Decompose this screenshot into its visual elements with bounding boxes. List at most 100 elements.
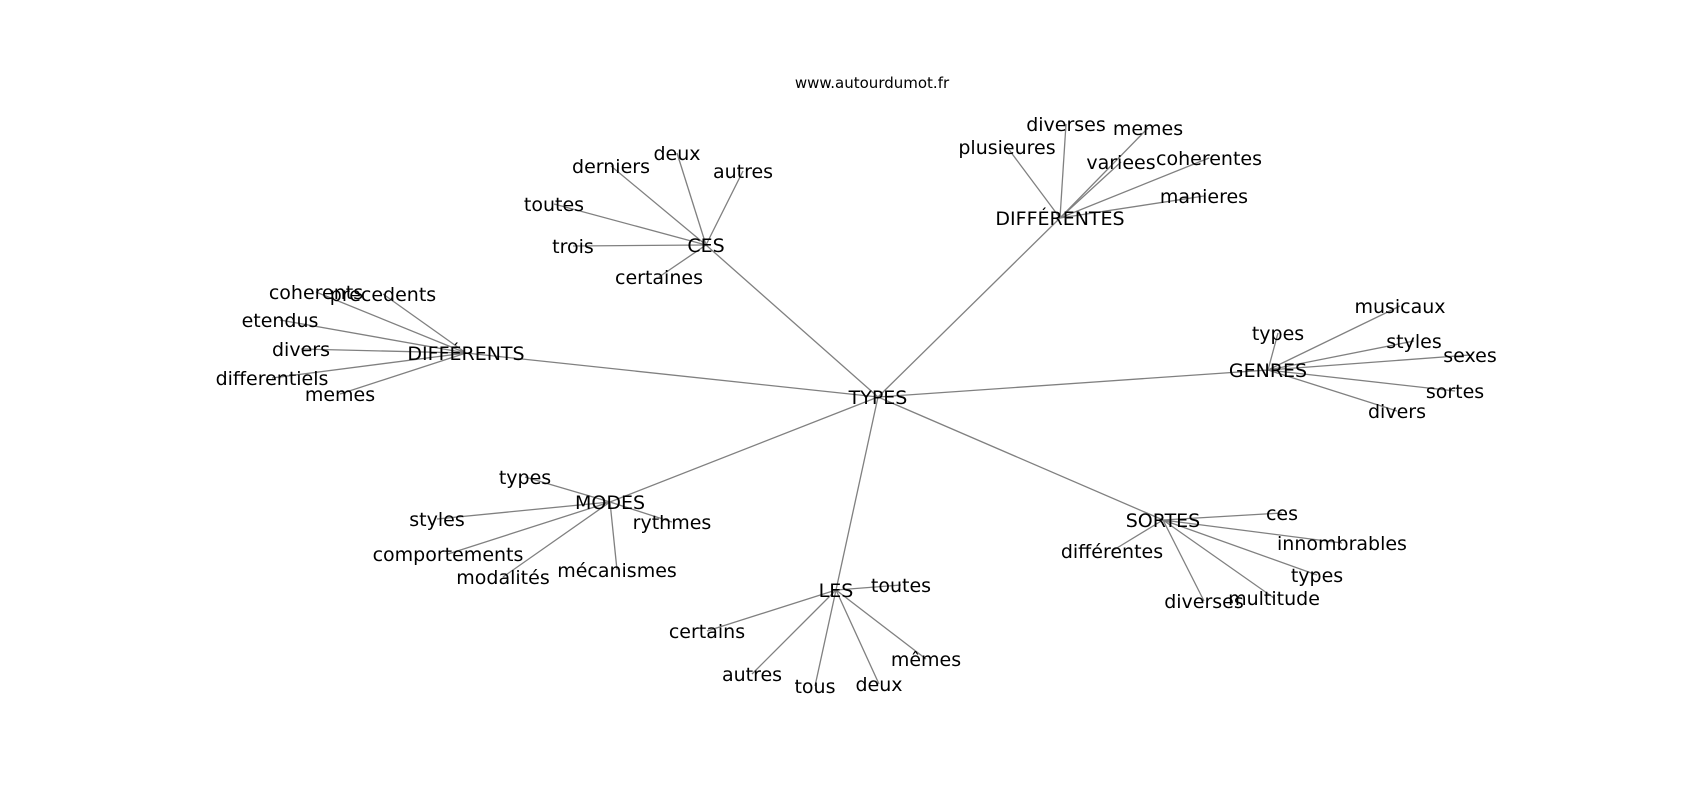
edge-differentes-manieres (1059, 195, 1205, 219)
edge-types-differents (465, 352, 879, 398)
edge-genres-sexes (1267, 354, 1471, 371)
edge-differents-differentiels (271, 352, 467, 379)
edge-les-deux (835, 589, 880, 685)
edge-types-modes (609, 396, 879, 503)
graph-edges (271, 123, 1471, 687)
edge-genres-types (1267, 332, 1279, 371)
edge-differents-precedents (382, 293, 467, 354)
node-leaf-differents-differentiels: differentiels (216, 368, 329, 390)
node-leaf-differents-memes: memes (305, 384, 375, 406)
edge-ces-trois (572, 244, 707, 247)
edge-genres-musicaux (1267, 305, 1401, 371)
edge-differentes-plusieures (1006, 146, 1061, 219)
node-leaf-les-autres: autres (722, 664, 782, 686)
node-leaf-differentes-plusieures: plusieures (958, 137, 1055, 159)
node-leaf-genres-types: types (1252, 323, 1304, 345)
node-leaf-differentes-coherentes: coherentes (1156, 148, 1262, 170)
edge-genres-sortes (1267, 369, 1456, 392)
edge-types-les (835, 396, 879, 591)
node-leaf-differentes-memes: memes (1113, 118, 1183, 140)
edge-types-sortes (877, 396, 1164, 521)
node-leaf-sortes-multitude: multitude (1228, 588, 1320, 610)
node-hub-les: LES (819, 580, 854, 602)
node-leaf-ces-deux: deux (653, 143, 700, 165)
edge-differentes-memes (1059, 127, 1149, 219)
node-leaf-sortes-diverses: diverses (1164, 591, 1244, 613)
node-leaf-modes-comportements: comportements (373, 544, 524, 566)
edge-les-memes (835, 589, 927, 660)
edge-ces-deux (676, 152, 707, 246)
node-leaf-differents-precedents: precedents (330, 284, 436, 306)
edge-types-ces (705, 244, 879, 398)
edge-differentes-variees (1059, 161, 1122, 219)
node-hub-ces: CES (687, 235, 724, 257)
edge-differents-memes (339, 352, 467, 395)
edge-differents-coherents (315, 291, 467, 354)
node-leaf-sortes-ces: ces (1266, 503, 1298, 525)
node-leaf-les-deux: deux (855, 674, 902, 696)
node-leaf-ces-trois: trois (552, 236, 594, 258)
edge-types-genres (877, 369, 1269, 398)
edge-genres-divers (1267, 369, 1398, 412)
edge-differents-etendus (279, 319, 467, 354)
site-url: www.autourdumot.fr (795, 74, 950, 92)
node-leaf-sortes-innombrables: innombrables (1277, 533, 1407, 555)
node-hub-genres: GENRES (1229, 360, 1307, 382)
node-leaf-ces-toutes: toutes (524, 194, 584, 216)
edge-types-differentes (877, 217, 1061, 398)
node-leaf-differents-etendus: etendus (242, 310, 319, 332)
edge-modes-modalites (502, 501, 611, 578)
node-leaf-differents-divers: divers (272, 339, 330, 361)
edge-sortes-diverses (1162, 519, 1205, 602)
node-hub-differents: DIFFÉRENTS (407, 342, 524, 365)
edge-sortes-types (1162, 519, 1318, 576)
node-leaf-les-certains: certains (669, 621, 745, 643)
edge-genres-styles (1267, 340, 1415, 371)
node-leaf-ces-autres: autres (713, 161, 773, 183)
edge-sortes-innombrables (1162, 519, 1343, 544)
edge-ces-toutes (553, 203, 707, 246)
node-leaf-modes-styles: styles (409, 509, 464, 531)
node-leaf-modes-modalites: modalités (456, 567, 549, 589)
node-leaf-ces-certaines: certaines (615, 267, 703, 289)
node-hub-sortes: SORTES (1126, 510, 1201, 532)
edge-sortes-ces (1162, 512, 1283, 521)
node-leaf-les-tous: tous (794, 676, 835, 698)
node-leaf-modes-mecanismes: mécanismes (557, 560, 677, 582)
node-leaf-genres-sortes: sortes (1426, 381, 1484, 403)
edge-sortes-differentes (1111, 519, 1164, 552)
edge-ces-autres (705, 170, 744, 246)
edge-differentes-diverses (1059, 123, 1067, 219)
node-leaf-modes-types: types (499, 467, 551, 489)
edge-ces-certaines (658, 244, 707, 278)
node-leaf-modes-rythmes: rythmes (633, 512, 712, 534)
edge-modes-rythmes (609, 501, 673, 523)
edge-modes-mecanismes (609, 501, 618, 571)
node-center-types: TYPES (848, 387, 908, 409)
node-hub-differentes: DIFFÉRENTES (995, 207, 1124, 230)
node-hub-modes: MODES (575, 492, 645, 514)
edge-sortes-multitude (1162, 519, 1275, 599)
node-leaf-differentes-manieres: manieres (1160, 186, 1248, 208)
node-leaf-differents-coherents: coherents (269, 282, 363, 304)
edge-les-tous (814, 589, 837, 687)
node-leaf-genres-styles: styles (1386, 331, 1441, 353)
node-leaf-sortes-differentes: différentes (1061, 541, 1163, 563)
edge-modes-comportements (447, 501, 611, 555)
edge-differentes-coherentes (1059, 157, 1210, 219)
edge-les-certains (706, 589, 837, 632)
edge-ces-derniers (610, 165, 707, 246)
edge-modes-styles (436, 501, 611, 520)
node-leaf-differentes-diverses: diverses (1026, 114, 1106, 136)
edge-les-autres (751, 589, 837, 675)
node-leaf-genres-divers: divers (1368, 401, 1426, 423)
node-leaf-ces-derniers: derniers (572, 156, 650, 178)
edge-modes-types (524, 476, 611, 503)
node-leaf-sortes-types: types (1291, 565, 1343, 587)
edge-les-toutes (835, 584, 902, 591)
node-leaf-les-toutes: toutes (871, 575, 931, 597)
edge-differents-divers (300, 348, 467, 354)
node-leaf-differentes-variees: variees (1086, 152, 1155, 174)
